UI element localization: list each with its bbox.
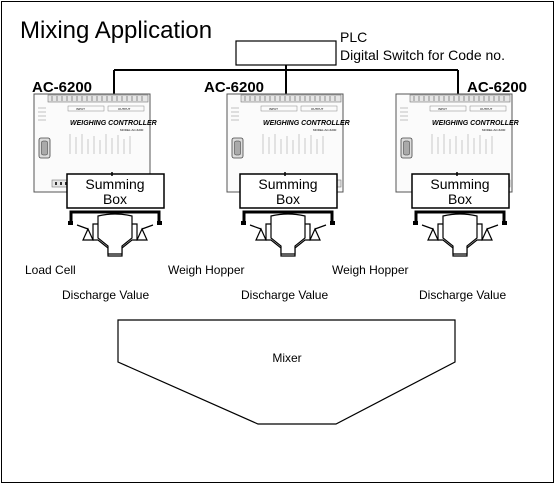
plc-box: [235, 40, 337, 66]
svg-text:MODEL:AC-6200: MODEL:AC-6200: [120, 128, 144, 132]
svg-text:Box: Box: [276, 191, 300, 207]
svg-text:WEIGHING CONTROLLER: WEIGHING CONTROLLER: [263, 120, 350, 127]
svg-text:MODEL:AC-6200: MODEL:AC-6200: [313, 128, 337, 132]
weigh-hopper-label-2: Weigh Hopper: [332, 263, 409, 277]
controller-model-label-3: AC-6200: [467, 79, 527, 96]
svg-text:Box: Box: [103, 191, 127, 207]
weigh-hopper-label-1: Weigh Hopper: [168, 263, 245, 277]
weighing-controller-3: INPUT OUTPUT WEIGHING CONTROLLER MODEL:A…: [395, 93, 519, 193]
svg-text:WEIGHING CONTROLLER: WEIGHING CONTROLLER: [70, 120, 157, 127]
svg-text:Summing: Summing: [258, 176, 317, 192]
svg-text:INPUT: INPUT: [269, 107, 278, 111]
svg-text:Box: Box: [448, 191, 472, 207]
svg-text:INPUT: INPUT: [76, 107, 85, 111]
svg-text:MODEL:AC-6200: MODEL:AC-6200: [482, 128, 506, 132]
svg-text:OUTPUT: OUTPUT: [480, 107, 493, 111]
discharge-valve-label-3: Discharge Value: [419, 288, 506, 302]
controller-model-label-2: AC-6200: [204, 79, 264, 96]
summing-box-3: Summing Box: [411, 173, 510, 209]
svg-text:Summing: Summing: [430, 176, 489, 192]
mixer-vessel: [117, 319, 456, 425]
discharge-valve-label-1: Discharge Value: [62, 288, 149, 302]
svg-text:OUTPUT: OUTPUT: [311, 107, 324, 111]
controller-model-label-1: AC-6200: [32, 79, 92, 96]
svg-text:OUTPUT: OUTPUT: [118, 107, 131, 111]
plc-label: PLC: [340, 29, 367, 45]
plc-bus-lines: [113, 65, 459, 94]
discharge-valve-label-2: Discharge Value: [241, 288, 328, 302]
mixer-label: Mixer: [272, 351, 301, 365]
diagram-title: Mixing Application: [20, 17, 212, 44]
load-cell-label: Load Cell: [25, 263, 76, 277]
weighing-controller-1: INPUT OUTPUT WEIGHING CONTROLLER MODEL:A…: [33, 93, 157, 193]
svg-text:WEIGHING CONTROLLER: WEIGHING CONTROLLER: [432, 120, 519, 127]
svg-text:Summing: Summing: [85, 176, 144, 192]
svg-text:INPUT: INPUT: [438, 107, 447, 111]
summing-box-1: Summing Box: [66, 173, 165, 209]
plc-switch-label: Digital Switch for Code no.: [340, 47, 505, 63]
summing-box-2: Summing Box: [239, 173, 338, 209]
weighing-controller-2: INPUT OUTPUT WEIGHING CONTROLLER MODEL:A…: [226, 93, 350, 193]
